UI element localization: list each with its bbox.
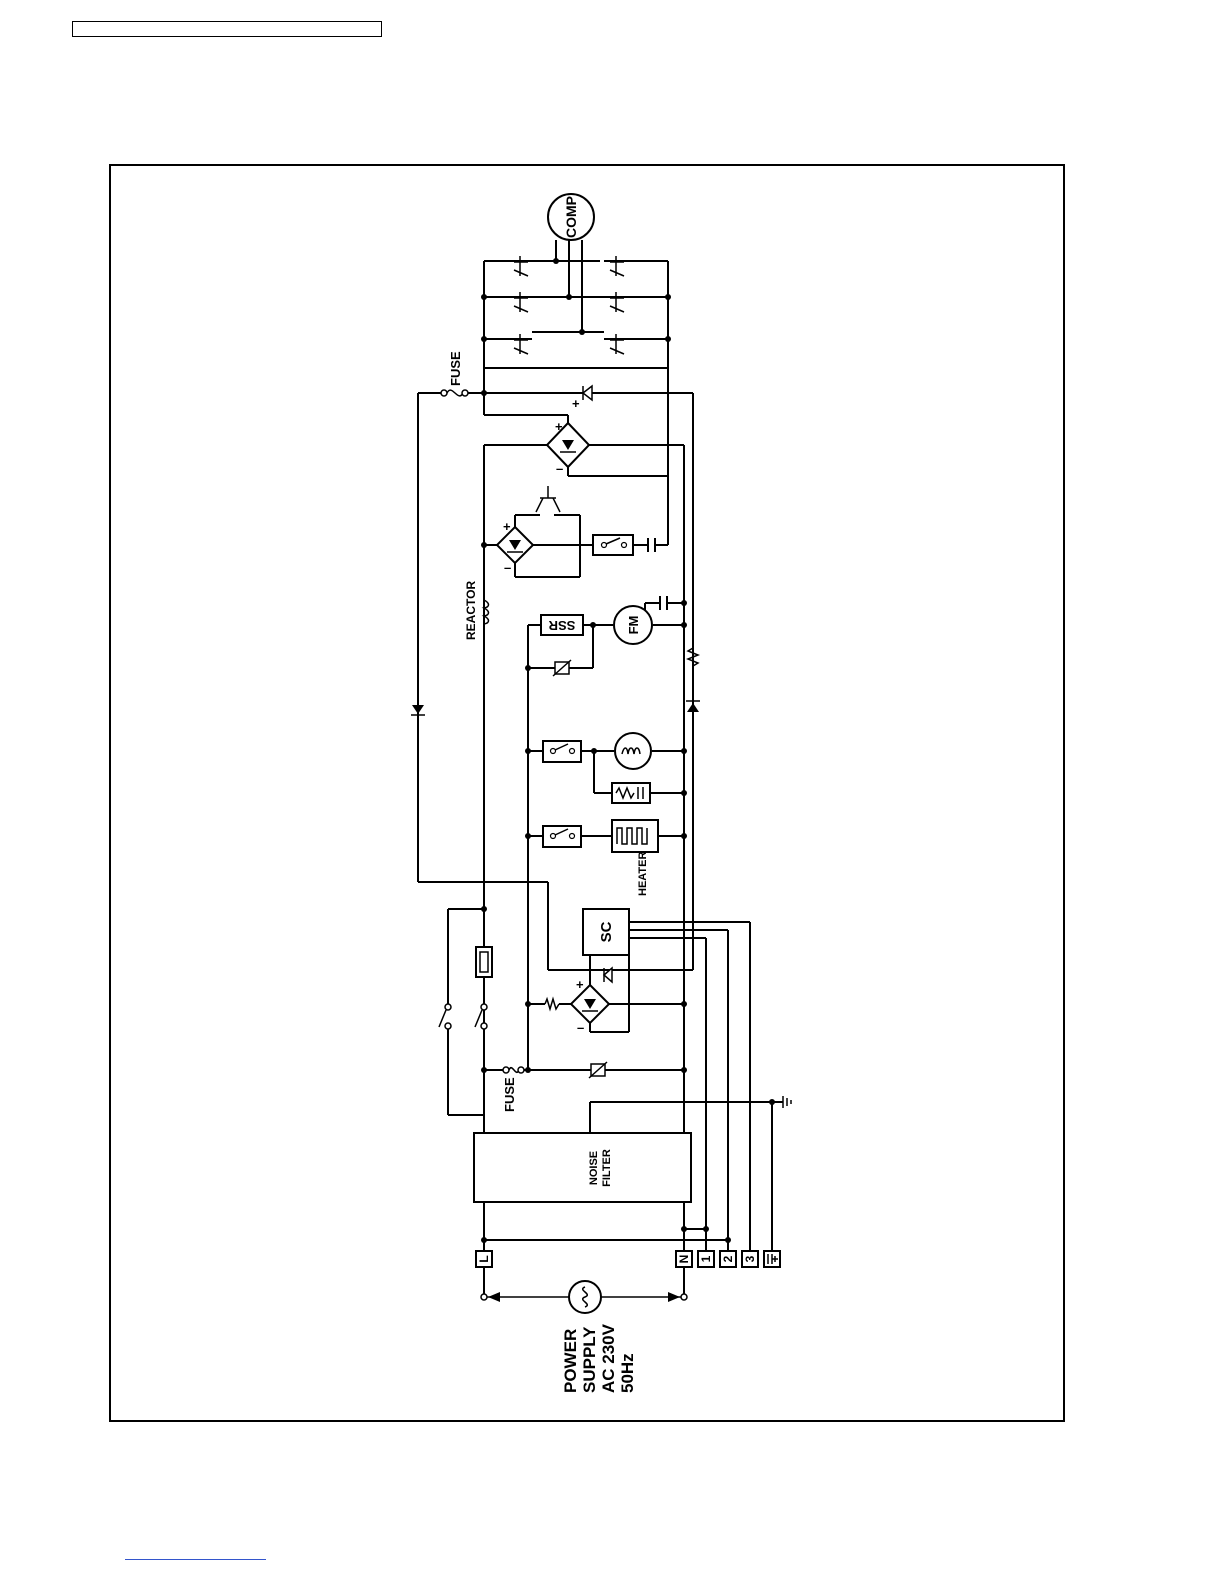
power-label-2: SUPPLY <box>580 1326 599 1393</box>
terminal-3: 3 <box>742 1251 758 1267</box>
resistor-sc-icon <box>545 999 559 1009</box>
varistor-icon <box>553 660 571 676</box>
power-label-3: AC 230V <box>599 1323 618 1393</box>
noise-filter-label-2: FILTER <box>601 1149 613 1187</box>
power-label-4: 50Hz <box>618 1353 637 1393</box>
compressor-label: COMP <box>563 196 579 238</box>
thermistor-icon <box>612 783 650 803</box>
fuse-top-icon <box>441 390 468 396</box>
diode-left-icon <box>411 705 425 715</box>
noise-filter-box: NOISE FILTER <box>474 1133 691 1202</box>
noise-filter-label-1: NOISE <box>588 1151 600 1185</box>
power-supply-label: POWER SUPPLY AC 230V 50Hz <box>561 1323 637 1393</box>
terminal-2: 2 <box>720 1251 736 1267</box>
varistor-bottom-icon <box>589 1062 607 1078</box>
terminal-ground <box>764 1251 780 1267</box>
ssr-box: SSR <box>541 615 583 635</box>
power-label-1: POWER <box>561 1329 580 1393</box>
terminal-n-label: N <box>677 1255 691 1264</box>
heater-label: HEATER <box>637 852 649 896</box>
terminal-3-label: 3 <box>743 1255 757 1262</box>
relay-switch-2-icon <box>543 741 581 762</box>
heater-icon <box>612 820 658 852</box>
relay-switch-3-icon <box>543 826 581 847</box>
sc-label: SC <box>598 921 615 942</box>
minus-sign: – <box>556 461 563 476</box>
terminal-1-label: 1 <box>699 1255 713 1262</box>
fuse-top-label: FUSE <box>448 351 463 386</box>
reactor-label: REACTOR <box>464 581 478 640</box>
zener-diode-icon <box>583 386 592 400</box>
fan-motor-label: FM <box>626 616 641 635</box>
terminal-2-label: 2 <box>721 1255 735 1262</box>
sc-control-box: SC <box>583 909 629 955</box>
relay-switch-1-icon <box>593 535 633 555</box>
compressor: COMP <box>548 194 594 240</box>
plus-sign: + <box>576 977 584 992</box>
fuse-bottom-icon <box>503 1067 524 1073</box>
terminal-n: N <box>676 1251 692 1267</box>
plus-sign: + <box>572 396 580 411</box>
plus-sign: + <box>555 419 563 434</box>
terminal-l-label: L <box>477 1255 491 1262</box>
terminal-1: 1 <box>698 1251 714 1267</box>
motor-coil-icon <box>615 733 651 769</box>
plus-sign: + <box>503 519 511 534</box>
fan-motor: FM <box>614 606 652 644</box>
minus-sign: – <box>577 1020 584 1035</box>
fuse-bottom-label: FUSE <box>502 1077 517 1112</box>
fuse-block-icon <box>476 947 492 977</box>
transistor-icon <box>536 486 560 512</box>
bridge-rectifier-main-icon <box>547 423 589 467</box>
minus-sign: – <box>504 560 511 575</box>
ssr-label: SSR <box>548 618 575 633</box>
terminal-l: L <box>476 1251 492 1267</box>
switch-left-icon <box>439 1004 487 1029</box>
ground-icon <box>783 1096 791 1108</box>
ac-source-icon <box>569 1281 601 1313</box>
